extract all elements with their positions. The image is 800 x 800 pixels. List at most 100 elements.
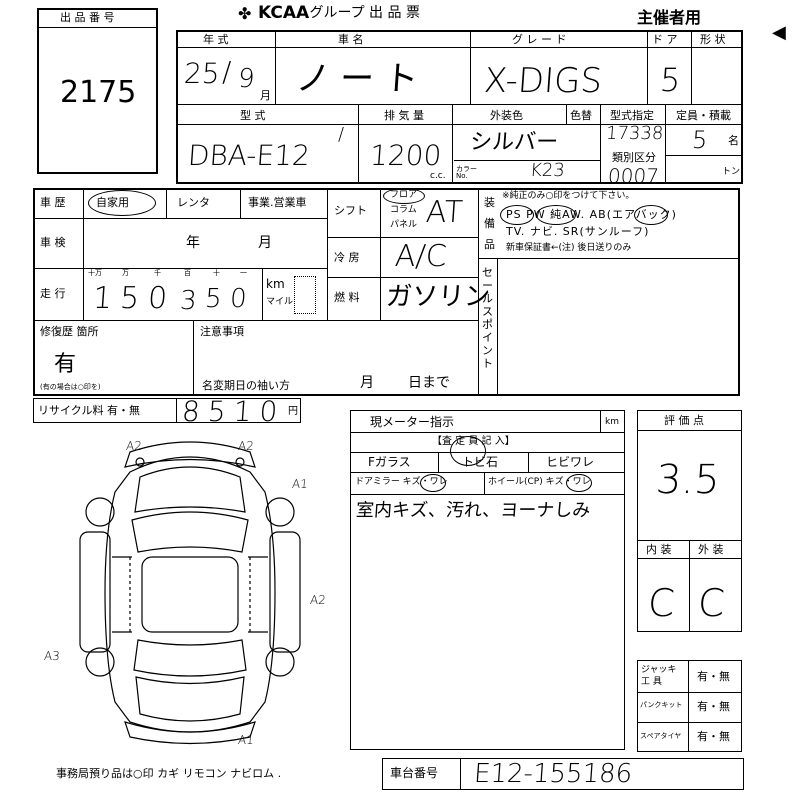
org-logo: KCAA [258, 3, 310, 23]
equipment-row1: PS PW 純AW. AB(エアバック) [506, 208, 677, 221]
chassis-box [382, 758, 744, 790]
history-selected-circle [88, 190, 156, 216]
mileage-mile-label: マイル [266, 297, 294, 307]
history-option-business: 事業.営業車 [248, 196, 307, 209]
diagram-mark: A1 [291, 477, 309, 491]
recycle-yen: 円 [288, 406, 298, 417]
mileage-km-label: km [266, 277, 285, 291]
aircon-value: A/C [393, 239, 448, 274]
car-name-value: ノート [294, 59, 430, 99]
f-glass-label: Fガラス [368, 455, 411, 469]
repair-note: (有の場合は○印を) [40, 383, 101, 391]
ab-circle [634, 205, 668, 225]
shift-option-panel: パネル [390, 220, 418, 230]
accessory-value: 有・無 [697, 700, 730, 713]
diagram-mark: A2 [125, 439, 143, 453]
notes-label: 注意事項 [200, 325, 244, 338]
model-tick: / [338, 124, 345, 145]
door-mirror-circle [420, 474, 446, 492]
tobi-ishi-circle [450, 436, 486, 466]
pw-circle [536, 205, 576, 225]
wheel-circle [566, 474, 592, 492]
type-designation-label: 型式指定 [610, 109, 654, 122]
exterior-color-label: 外装色 [490, 109, 523, 122]
shift-option-column: コラム [390, 205, 417, 215]
ps-circle [500, 205, 534, 225]
mileage-digit: 5 [118, 281, 141, 316]
color-no-label: カラー No. [456, 165, 477, 180]
mileage-digit-label: 十 [213, 269, 220, 277]
aircon-label: 冷 房 [334, 251, 360, 264]
mileage-digit-label: 千 [154, 269, 161, 277]
lot-number-value: 2175 [60, 75, 137, 110]
recycle-value: 8510 [180, 395, 287, 428]
doors-value: 5 [658, 61, 682, 99]
history-option-rental: レンタ [177, 196, 210, 209]
chassis-value: E12-155186 [472, 759, 634, 789]
mileage-digit: 5 [203, 284, 223, 314]
doors-label: ド ア [652, 33, 678, 46]
year-value: 25 [182, 57, 221, 90]
diagram-mark: A1 [237, 733, 255, 747]
wheel-label: ホイール(CP) キズ・ワレ [488, 477, 591, 487]
fuel-value: ガソリン [384, 282, 492, 312]
fuel-label: 燃 料 [334, 291, 360, 304]
year-label: 年 式 [203, 33, 229, 46]
shift-value: AT [424, 195, 464, 230]
displacement-label: 排 気 量 [384, 109, 424, 122]
score-value: 3.5 [654, 457, 722, 503]
inspection-year-unit: 年 [186, 235, 200, 251]
door-mirror-label: ドアミラー キズ・ワレ [355, 477, 448, 487]
mileage-digit: 0 [228, 284, 248, 314]
mileage-digit-label: 十万 [88, 269, 102, 277]
exterior-value: C [696, 581, 727, 625]
meter-km-unit: km [605, 417, 619, 427]
repair-label: 修復歴 箇所 [40, 325, 99, 338]
office-items-text: 事務局預り品は○印 カギ リモコン ナビロム . [56, 767, 282, 780]
bird-logo-icon: ✤ [238, 4, 252, 23]
form-title: .グループ 出 品 票 [305, 5, 420, 21]
diagram-mark: A2 [309, 593, 327, 607]
grade-label: グ レ ー ド [512, 33, 567, 46]
diagram-mark: A3 [43, 649, 61, 663]
mileage-label: 走 行 [40, 287, 66, 300]
mileage-digit-label: 万 [122, 269, 129, 277]
name-change-month-unit: 月 [360, 375, 374, 391]
capacity-value: 5 [691, 126, 709, 154]
class-value: 0007 [607, 164, 660, 188]
inspector-block [350, 410, 625, 750]
accessory-value: 有・無 [697, 730, 730, 743]
color-change-label: 色替 [570, 109, 592, 122]
equipment-label: 装 備 品 [484, 196, 495, 251]
grade-value: X-DIGS [482, 61, 604, 101]
model-label: 型 式 [240, 109, 266, 122]
capacity-unit: 名 [728, 134, 739, 147]
inspector-comment: 室内キズ、汚れ、ヨーナしみ [355, 500, 591, 521]
type-designation-value: 17338 [605, 123, 665, 144]
name-change-label: 名変期日の袖い方 [202, 379, 290, 392]
color-no-value: K23 [529, 160, 566, 181]
mileage-digit: 1 [91, 281, 114, 316]
diagram-mark: A2 [237, 439, 255, 453]
car-name-label: 車 名 [338, 33, 364, 46]
interior-label: 内 装 [646, 543, 672, 556]
mileage-digit: 0 [146, 281, 169, 316]
ton-unit: トン [722, 167, 741, 177]
cc-unit: c.c. [430, 171, 446, 181]
inspection-month-unit: 月 [258, 235, 272, 251]
inspection-label: 車 検 [40, 236, 66, 249]
corner-mark-icon: ◀ [772, 22, 786, 43]
shape-label: 形 状 [700, 33, 726, 46]
meter-label: 現メーター指示 [370, 415, 455, 429]
vehicle-info-grid [176, 30, 743, 184]
equipment-note: ※純正のみ○印をつけて下さい。 [502, 191, 635, 201]
vehicle-status-grid [33, 188, 740, 396]
shift-selected-circle [383, 188, 425, 204]
history-label: 車 歴 [40, 196, 66, 209]
name-change-day-unit: 日まで [408, 375, 450, 391]
mileage-digit-label: 一 [240, 269, 247, 277]
mileage-digit-label: 百 [184, 269, 191, 277]
accessory-value: 有・無 [697, 670, 730, 683]
score-label: 評 価 点 [664, 414, 704, 427]
year-slash: / [222, 55, 232, 88]
